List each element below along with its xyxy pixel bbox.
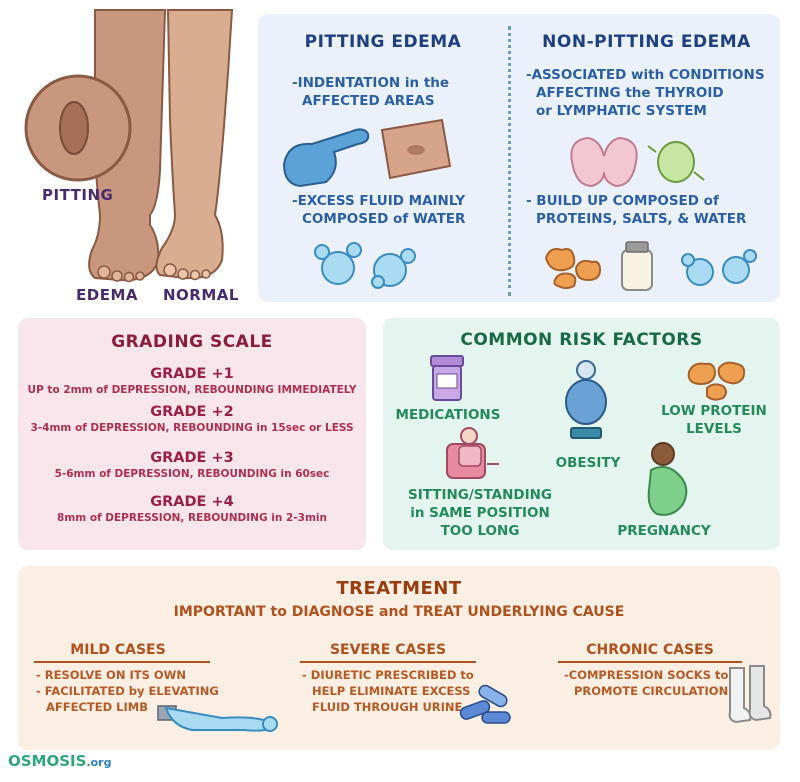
mild-cases-line-2: - FACILITATED by ELEVATING xyxy=(36,684,219,698)
mild-cases-heading: MILD CASES xyxy=(70,642,166,658)
pitting-point-2-line-2: COMPOSED of WATER xyxy=(302,211,466,227)
sitting-standing-label-line-3: TOO LONG xyxy=(440,523,520,539)
pitting-point-2-line-1: -EXCESS FLUID MAINLY xyxy=(292,193,466,209)
pitting-edema-title: PITTING EDEMA xyxy=(304,32,462,52)
sitting-standing-label-line-2: in SAME POSITION xyxy=(410,505,550,521)
pill-bottle-icon xyxy=(430,355,464,401)
mild-cases-line-1: - RESOLVE ON ITS OWN xyxy=(36,668,186,682)
osmosis-brand: OSMOSIS xyxy=(8,752,87,770)
edema-types-panel: PITTING EDEMA -INDENTATION in the AFFECT… xyxy=(258,14,780,302)
pitting-label: PITTING xyxy=(42,186,114,204)
seated-person-icon xyxy=(446,427,499,479)
pitting-point-1-line-1: -INDENTATION in the xyxy=(292,75,450,91)
osmosis-suffix: .org xyxy=(86,756,112,769)
severe-cases-heading: SEVERE CASES xyxy=(329,642,447,658)
non-pitting-point-1-line-2: AFFECTING the THYROID xyxy=(536,85,724,101)
osmosis-logo: OSMOSIS.org xyxy=(8,752,111,770)
severe-cases-line-2: HELP ELIMINATE EXCESS xyxy=(312,684,471,698)
grade-3-description: 5-6mm of DEPRESSION, REBOUNDING in 60sec xyxy=(54,468,330,480)
pregnant-person-icon xyxy=(647,442,688,516)
sitting-standing-label-line-1: SITTING/STANDING xyxy=(407,487,553,503)
severe-cases-line-1: - DIURETIC PRESCRIBED to xyxy=(302,668,474,682)
legs-drawing-icon xyxy=(24,9,234,283)
proteins-salts-water-icon xyxy=(544,241,757,291)
diuretic-pills-icon xyxy=(459,684,511,724)
mild-cases-underline xyxy=(34,661,210,663)
protein-chunks-icon xyxy=(687,361,746,401)
legs-illustration: PITTING EDEMA NORMAL xyxy=(0,0,250,305)
treatment-title: TREATMENT xyxy=(336,578,462,599)
non-pitting-point-1-line-3: or LYMPHATIC SYSTEM xyxy=(536,103,707,119)
treatment-subtitle: IMPORTANT to DIAGNOSE and TREAT UNDERLYI… xyxy=(173,604,625,620)
severe-cases-line-3: FLUID THROUGH URINE xyxy=(312,700,463,714)
risk-factors-panel: COMMON RISK FACTORS MEDICATIONS OBESITY … xyxy=(383,318,780,550)
non-pitting-point-2-line-2: PROTEINS, SALTS, & WATER xyxy=(536,211,747,227)
grading-scale-title: GRADING SCALE xyxy=(111,332,273,352)
chronic-cases-line-1: -COMPRESSION SOCKS to xyxy=(564,668,729,682)
thyroid-and-lymph-node-icon xyxy=(570,136,705,188)
grade-4-description: 8mm of DEPRESSION, REBOUNDING in 2-3min xyxy=(57,512,327,524)
low-protein-label-line-1: LOW PROTEIN xyxy=(661,403,767,419)
pregnancy-label: PREGNANCY xyxy=(617,523,711,539)
grade-1-label: GRADE +1 xyxy=(150,366,234,382)
normal-label: NORMAL xyxy=(163,286,239,304)
non-pitting-edema-title: NON-PITTING EDEMA xyxy=(542,32,751,52)
treatment-panel: TREATMENT IMPORTANT to DIAGNOSE and TREA… xyxy=(18,566,780,750)
non-pitting-point-2-line-1: - BUILD UP COMPOSED of xyxy=(526,193,719,209)
chronic-cases-heading: CHRONIC CASES xyxy=(586,642,714,658)
compression-socks-icon xyxy=(728,665,772,724)
gloved-finger-press-icon xyxy=(282,118,452,188)
non-pitting-point-1-line-1: -ASSOCIATED with CONDITIONS xyxy=(526,67,765,83)
medications-label: MEDICATIONS xyxy=(395,407,501,423)
edema-label: EDEMA xyxy=(76,286,138,304)
low-protein-label-line-2: LEVELS xyxy=(686,421,742,437)
grading-scale-panel: GRADING SCALE GRADE +1 UP to 2mm of DEPR… xyxy=(18,318,366,550)
chronic-cases-underline xyxy=(558,661,742,663)
grade-1-description: UP to 2mm of DEPRESSION, REBOUNDING IMME… xyxy=(27,384,357,396)
grade-2-label: GRADE +2 xyxy=(150,404,234,420)
obesity-label: OBESITY xyxy=(555,455,621,471)
severe-cases-underline xyxy=(300,661,476,663)
pitting-point-1-line-2: AFFECTED AREAS xyxy=(302,93,435,109)
mild-cases-line-3: AFFECTED LIMB xyxy=(46,700,148,714)
grade-3-label: GRADE +3 xyxy=(150,450,234,466)
obese-person-icon xyxy=(565,360,607,439)
grade-4-label: GRADE +4 xyxy=(150,494,234,510)
elevated-limb-person-icon xyxy=(157,705,278,732)
water-molecule-icon xyxy=(314,242,416,289)
panel-divider xyxy=(508,26,511,296)
risk-factors-title: COMMON RISK FACTORS xyxy=(460,330,703,350)
grade-2-description: 3-4mm of DEPRESSION, REBOUNDING in 15sec… xyxy=(30,422,354,434)
chronic-cases-line-2: PROMOTE CIRCULATION xyxy=(574,684,729,698)
